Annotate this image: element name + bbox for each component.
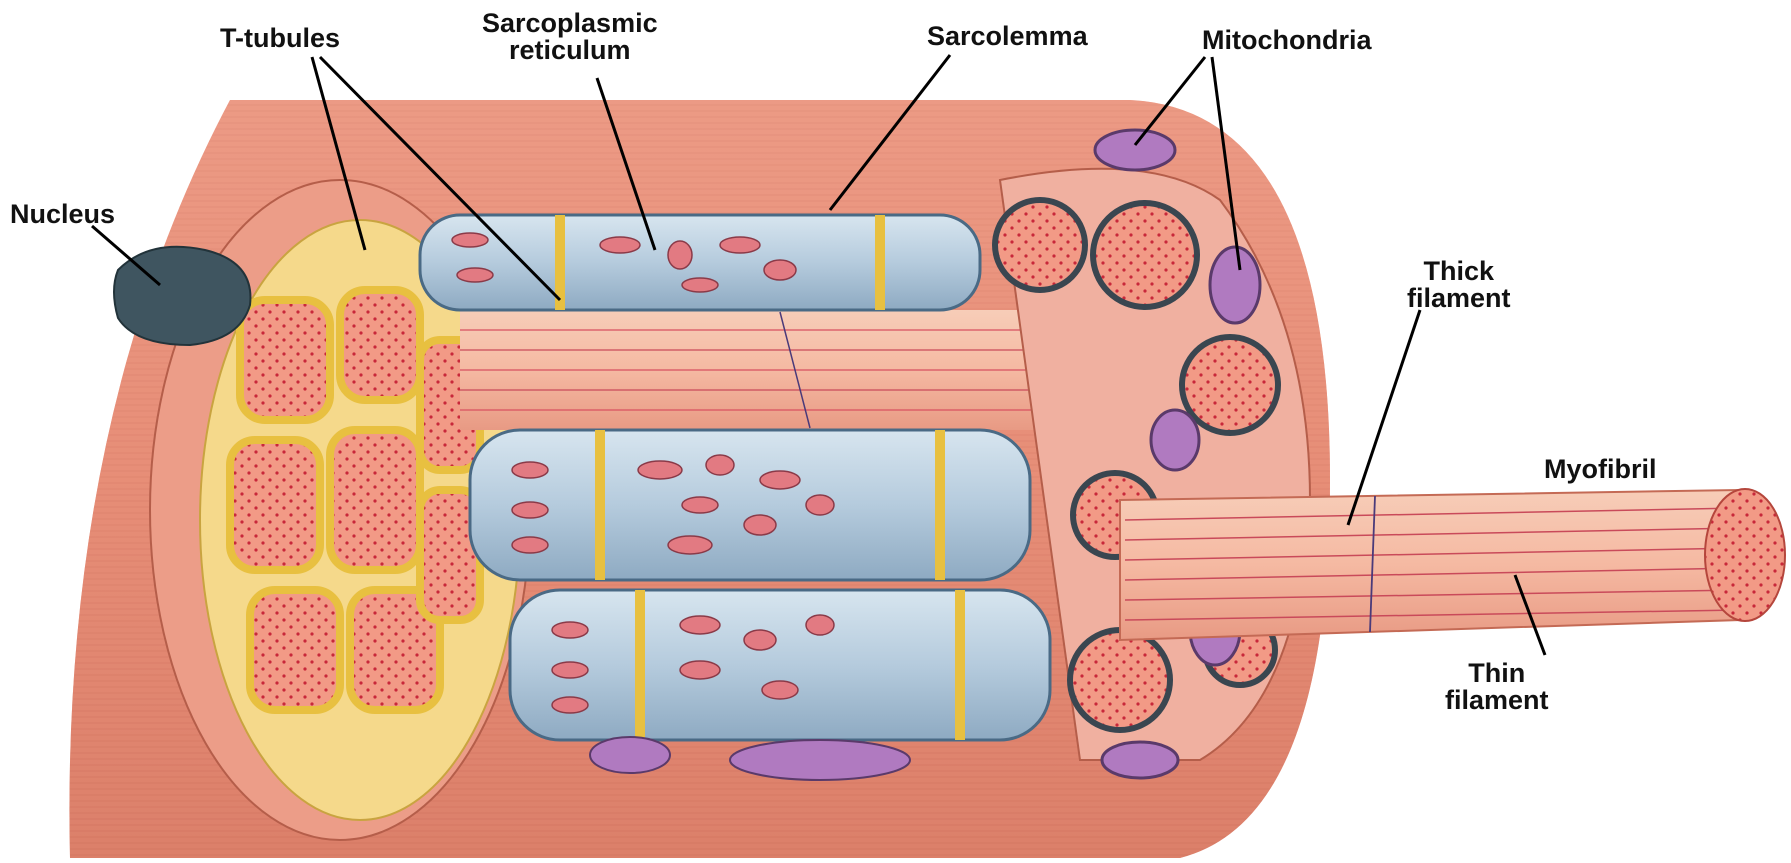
label-t-tubules-text: T-tubules [220, 25, 340, 52]
t-tubule-network [230, 290, 480, 710]
label-mitochondria-text: Mitochondria [1202, 27, 1372, 54]
label-sarcolemma: Sarcolemma [927, 23, 1088, 50]
label-nucleus: Nucleus [10, 201, 115, 228]
label-thin-line2: filament [1445, 687, 1549, 714]
label-myofibril-text: Myofibril [1544, 456, 1657, 483]
label-sarcolemma-text: Sarcolemma [927, 23, 1088, 50]
label-mitochondria: Mitochondria [1202, 27, 1372, 54]
label-t-tubules: T-tubules [220, 25, 340, 52]
label-sarcoplasmic-line2: reticulum [482, 37, 658, 64]
label-thick-line2: filament [1407, 285, 1511, 312]
label-sarcoplasmic-line1: Sarcoplasmic [482, 10, 658, 37]
label-sarcoplasmic-reticulum: Sarcoplasmic reticulum [482, 10, 658, 64]
label-thick-filament: Thick filament [1407, 258, 1511, 312]
label-nucleus-text: Nucleus [10, 201, 115, 228]
label-thick-line1: Thick [1407, 258, 1511, 285]
leader-thick-filament [1348, 310, 1420, 525]
label-thin-line1: Thin [1445, 660, 1549, 687]
sarcoplasmic-reticulum [420, 215, 1050, 740]
label-myofibril: Myofibril [1544, 456, 1657, 483]
label-thin-filament: Thin filament [1445, 660, 1549, 714]
extended-myofibril [1120, 489, 1785, 640]
